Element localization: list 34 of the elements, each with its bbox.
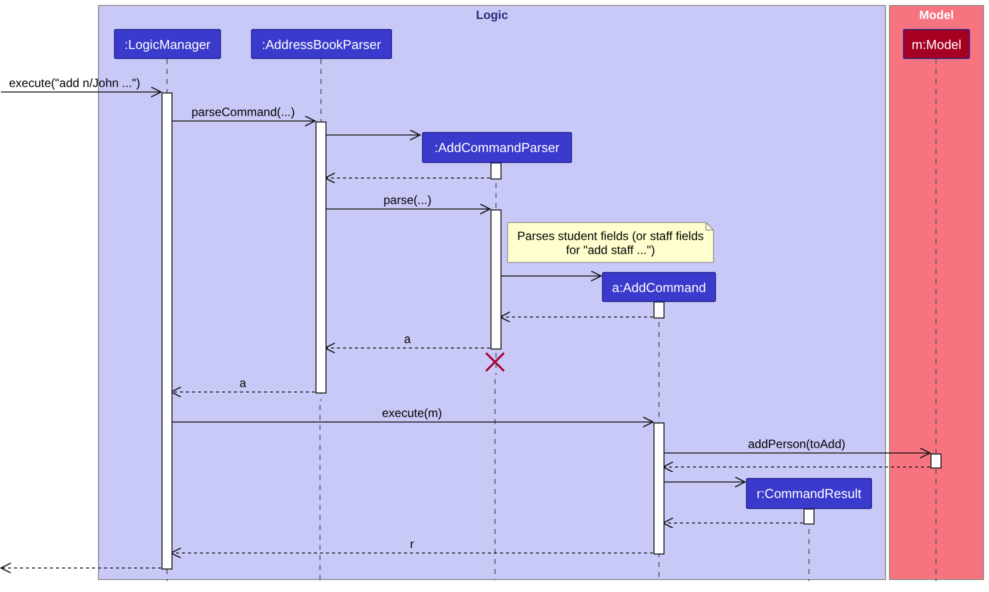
message-label: a	[240, 376, 246, 390]
participant-box: :AddCommandParser	[422, 132, 572, 163]
return-arrow	[662, 517, 804, 529]
message-arrow	[500, 270, 602, 282]
message-arrow	[170, 115, 316, 127]
participant-box: :LogicManager	[114, 29, 221, 59]
return-arrow	[170, 386, 316, 398]
return-arrow	[499, 311, 654, 323]
package-frame	[889, 5, 984, 580]
message-arrow	[324, 129, 421, 141]
message-arrow	[662, 476, 746, 488]
participant-box: m:Model	[903, 29, 970, 59]
participant-box: r:CommandResult	[746, 478, 872, 509]
note: Parses student fields (or staff fields for "add staff ...")	[507, 222, 714, 263]
message-label: parse(...)	[384, 193, 432, 207]
message-arrow	[662, 447, 931, 459]
message-arrow	[0, 86, 162, 98]
message-label: execute(m)	[382, 406, 442, 420]
message-label: r	[410, 537, 414, 551]
message-arrow	[170, 416, 654, 428]
frame-title: Logic	[475, 8, 509, 22]
message-arrow	[324, 203, 491, 215]
frame-title: Model	[918, 8, 955, 22]
message-label: addPerson(toAdd)	[748, 437, 846, 451]
message-label: a	[404, 332, 411, 346]
participant-box: :AddressBookParser	[251, 29, 392, 59]
participant-box: a:AddCommand	[602, 272, 716, 302]
return-arrow	[324, 172, 490, 184]
return-arrow	[0, 562, 162, 574]
return-arrow	[170, 547, 654, 559]
return-arrow	[662, 461, 930, 473]
message-label: execute("add n/John ...")	[9, 76, 140, 90]
message-label: parseCommand(...)	[192, 105, 295, 119]
return-arrow	[324, 342, 490, 354]
